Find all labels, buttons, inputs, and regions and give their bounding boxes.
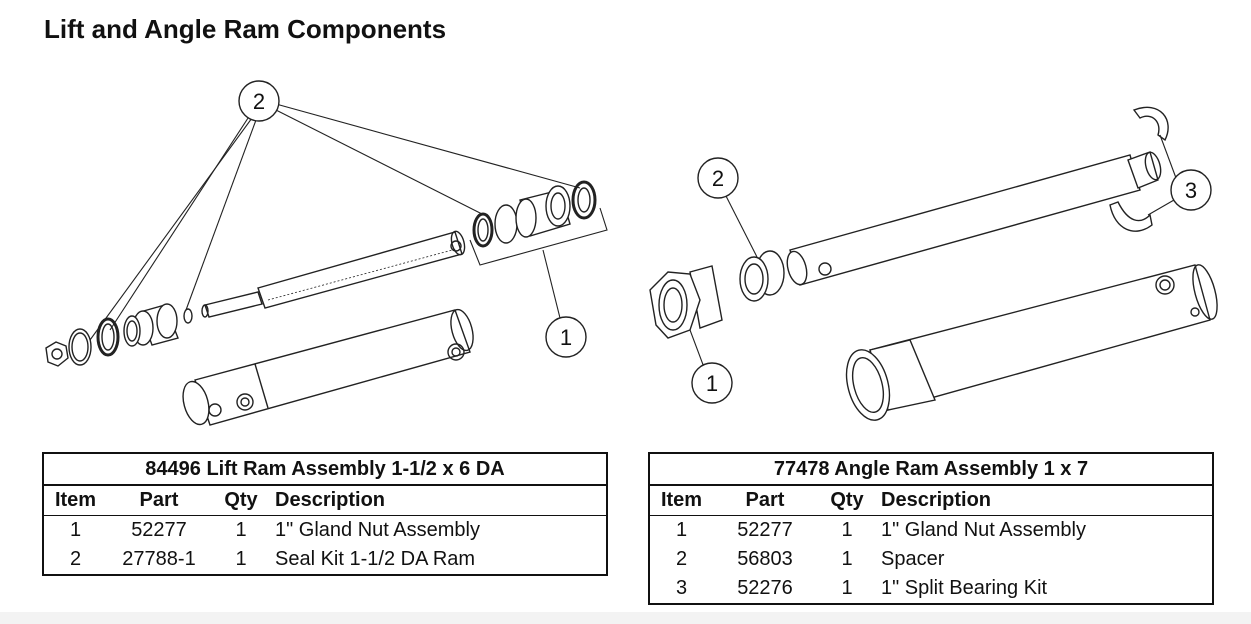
lift-parts-table: 84496 Lift Ram Assembly 1-1/2 x 6 DA Ite… — [42, 452, 608, 576]
table-row: 2 56803 1 Spacer — [649, 545, 1213, 574]
lift-row2-qty: 1 — [235, 548, 247, 570]
angle-row1-desc: 1" Gland Nut Assembly — [881, 519, 1086, 541]
lift-row2-desc: Seal Kit 1-1/2 DA Ram — [275, 548, 476, 570]
angle-rod — [786, 151, 1162, 286]
angle-parts-table: 77478 Angle Ram Assembly 1 x 7 Item Part… — [648, 452, 1214, 605]
table-row: 1 52277 1 1" Gland Nut Assembly — [649, 516, 1213, 546]
lift-row1-part: 52277 — [131, 519, 187, 541]
angle-row2-part: 56803 — [737, 548, 793, 570]
lift-seal-ring-b — [68, 328, 92, 366]
angle-col-part: Part — [713, 485, 817, 516]
lift-row1-qty: 1 — [235, 519, 247, 541]
page-footer-band — [0, 612, 1251, 624]
lift-rod — [201, 230, 466, 318]
lift-callout-2-circle — [238, 80, 280, 122]
lift-seal-ring-a — [96, 317, 120, 357]
angle-table-caption: 77478 Angle Ram Assembly 1 x 7 — [649, 453, 1213, 486]
angle-col-qty: Qty — [817, 485, 877, 516]
lift-col-qty: Qty — [211, 485, 271, 516]
angle-gland-nut — [649, 265, 723, 371]
lift-row2-item: 2 — [69, 548, 82, 570]
angle-row3-part: 52276 — [737, 577, 793, 599]
lift-row2-part: 27788-1 — [122, 548, 196, 570]
angle-row2-desc: Spacer — [881, 548, 945, 570]
angle-barrel — [845, 264, 1218, 421]
table-row: 3 52276 1 1" Split Bearing Kit — [649, 574, 1213, 604]
lift-col-description: Description — [271, 485, 607, 516]
angle-row1-qty: 1 — [841, 519, 853, 541]
table-row: 2 27788-1 1 Seal Kit 1-1/2 DA Ram — [43, 545, 607, 575]
lift-lock-nut — [45, 341, 69, 367]
angle-callout-1-circle — [691, 362, 733, 404]
lift-barrel — [182, 308, 474, 426]
table-row: 1 52277 1 1" Gland Nut Assembly — [43, 516, 607, 546]
lift-bracket — [469, 207, 608, 266]
angle-row2-qty: 1 — [841, 548, 853, 570]
angle-spacer — [739, 250, 785, 302]
angle-col-description: Description — [877, 485, 1213, 516]
angle-ram-illustration — [649, 106, 1218, 421]
angle-callout-1: 1 — [706, 371, 718, 396]
lift-callout-2-leaders — [89, 103, 581, 341]
lift-col-item: Item — [43, 485, 107, 516]
lift-ram-illustration — [45, 103, 608, 426]
page-title: Lift and Angle Ram Components — [44, 14, 447, 44]
lift-row1-item: 1 — [69, 519, 82, 541]
angle-callout-3-circle — [1170, 169, 1212, 211]
angle-callout-2: 2 — [712, 166, 724, 191]
lift-gland-group — [472, 180, 597, 248]
lift-piston — [123, 303, 179, 347]
angle-col-item: Item — [649, 485, 713, 516]
lift-o-ring — [183, 308, 193, 324]
lift-callout-1: 1 — [560, 325, 572, 350]
angle-split-bearing-top — [1132, 106, 1169, 142]
angle-row2-item: 2 — [675, 548, 688, 570]
angle-row3-qty: 1 — [841, 577, 853, 599]
lift-callout-1-circle — [545, 316, 587, 358]
lift-table-caption: 84496 Lift Ram Assembly 1-1/2 x 6 DA — [43, 453, 607, 486]
angle-row3-item: 3 — [675, 577, 688, 599]
angle-split-bearing-bottom — [1109, 201, 1153, 232]
angle-callout-3: 3 — [1185, 178, 1197, 203]
angle-row1-part: 52277 — [737, 519, 793, 541]
angle-row3-desc: 1" Split Bearing Kit — [881, 577, 1048, 599]
lift-col-part: Part — [107, 485, 211, 516]
angle-callout-2-circle — [697, 157, 739, 199]
lift-row1-desc: 1" Gland Nut Assembly — [275, 519, 480, 541]
lift-callout-2: 2 — [253, 89, 265, 114]
angle-row1-item: 1 — [675, 519, 688, 541]
